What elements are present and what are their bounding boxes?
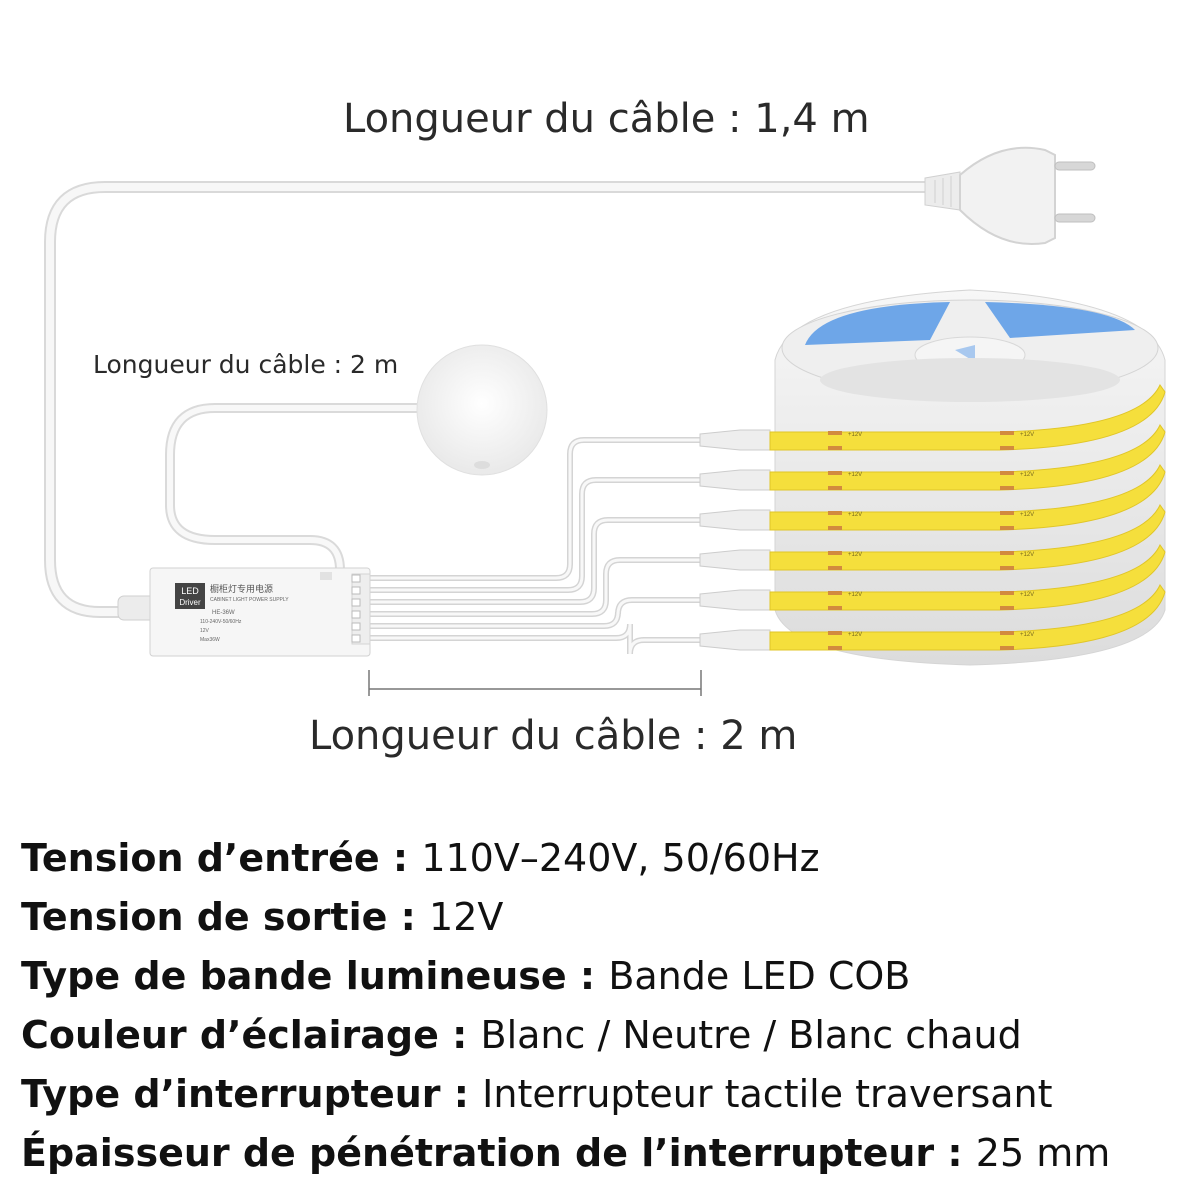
strip-marking: +12V: [1020, 472, 1034, 478]
cob-led-strip: [769, 424, 1166, 491]
solder-pad: [828, 551, 842, 555]
driver-port: [351, 574, 361, 583]
solder-pad: [828, 631, 842, 635]
spec-key: Épaisseur de pénétration de l’interrupte…: [21, 1131, 976, 1175]
strip-lead-wire: [368, 478, 702, 592]
spec-row: Type d’interrupteur : Interrupteur tacti…: [21, 1072, 1053, 1116]
solder-pad: [1000, 526, 1014, 530]
solder-pad: [1000, 551, 1014, 555]
cable-length-label-top: Longueur du câble : 1,4 m: [343, 96, 870, 142]
led-strips: +12V +12V +12V +12V +12V +12V +12V +12V +12V +12V…: [367, 384, 1166, 655]
svg-text:LED: LED: [181, 586, 199, 596]
led-driver-badge: [175, 583, 205, 609]
spec-row: Tension d’entrée : 110V–240V, 50/60Hz: [21, 836, 820, 880]
svg-text:HE-36W: HE-36W: [212, 610, 235, 616]
sensor-cable: [165, 403, 425, 575]
spec-row: Type de bande lumineuse : Bande LED COB: [21, 954, 910, 998]
strip-connector: [699, 549, 771, 571]
driver-port: [351, 610, 361, 619]
driver-port: [351, 634, 361, 643]
strip-connector: [699, 429, 771, 451]
spec-key: Type d’interrupteur :: [21, 1072, 483, 1116]
solder-pad: [828, 591, 842, 595]
spec-key: Couleur d’éclairage :: [21, 1013, 481, 1057]
strip-connector: [699, 589, 771, 611]
strip-lead-wire: [368, 558, 702, 616]
svg-text:Max36W: Max36W: [200, 637, 220, 643]
solder-pad: [828, 486, 842, 490]
cob-led-strip: [769, 504, 1166, 571]
spec-row: Épaisseur de pénétration de l’interrupte…: [21, 1131, 1110, 1175]
solder-pad: [1000, 471, 1014, 475]
strip-connector: [699, 509, 771, 531]
dimension-line: [368, 670, 702, 696]
spec-key: Tension de sortie :: [21, 895, 430, 939]
power-cable: [44, 181, 931, 618]
strip-marking: +12V: [1020, 512, 1034, 518]
cob-led-strip: [769, 584, 1166, 651]
spec-key: Type de bande lumineuse :: [21, 954, 609, 998]
solder-pad: [828, 511, 842, 515]
strip-marking: +12V: [1020, 552, 1034, 558]
solder-pad: [828, 471, 842, 475]
led-driver: LED Driver 橱柜灯专用电源 CABINET LIGHT POWER S…: [117, 567, 371, 657]
cob-led-strip: [769, 464, 1166, 531]
strip-lead-wire: [368, 438, 702, 580]
cable-length-label-bottom: Longueur du câble : 2 m: [309, 713, 798, 759]
spec-value: 12V: [429, 895, 504, 939]
solder-pad: [1000, 486, 1014, 490]
spec-key: Tension d’entrée :: [21, 836, 422, 880]
strip-marking: +12V: [848, 472, 862, 478]
cob-led-strip: [769, 544, 1166, 611]
spec-value: Blanc / Neutre / Blanc chaud: [480, 1013, 1022, 1057]
solder-pad: [1000, 631, 1014, 635]
cob-led-strip: [769, 384, 1166, 451]
solder-pad: [828, 431, 842, 435]
strip-lead-wire: [368, 518, 702, 604]
spec-row: Couleur d’éclairage : Blanc / Neutre / B…: [21, 1013, 1022, 1057]
strip-lead-wire: [368, 623, 702, 655]
strip-connector: [699, 629, 771, 651]
solder-pad: [1000, 431, 1014, 435]
driver-port: [351, 622, 361, 631]
strip-marking: +12V: [1020, 592, 1034, 598]
spec-value: 110V–240V, 50/60Hz: [421, 836, 820, 880]
spec-value: 25 mm: [975, 1131, 1111, 1175]
solder-pad: [1000, 646, 1014, 650]
svg-text:110-240V-50/60Hz: 110-240V-50/60Hz: [200, 619, 242, 625]
touch-sensor: [416, 344, 548, 476]
solder-pad: [828, 646, 842, 650]
svg-text:12V: 12V: [200, 628, 210, 634]
solder-pad: [1000, 606, 1014, 610]
strip-lead-wire: [368, 598, 702, 628]
strip-lead-wire: [367, 477, 703, 593]
strip-connector: [699, 469, 771, 491]
cable-length-label-sensor: Longueur du câble : 2 m: [93, 350, 399, 379]
strip-marking: +12V: [848, 552, 862, 558]
solder-pad: [828, 566, 842, 570]
driver-port: [351, 598, 361, 607]
spec-value: Interrupteur tactile traversant: [482, 1072, 1053, 1116]
svg-text:橱柜灯专用电源: 橱柜灯专用电源: [210, 583, 273, 595]
spec-value: Bande LED COB: [608, 954, 911, 998]
driver-port: [351, 586, 361, 595]
solder-pad: [1000, 566, 1014, 570]
eu-plug: [924, 146, 1096, 245]
solder-pad: [1000, 446, 1014, 450]
product-diagram: +12V +12V +12V +12V +12V +12V +12V +12V +12V +12V…: [44, 146, 1166, 696]
svg-text:CABINET LIGHT POWER SUPPLY: CABINET LIGHT POWER SUPPLY: [210, 597, 289, 603]
strip-marking: +12V: [1020, 432, 1034, 438]
strip-marking: +12V: [848, 432, 862, 438]
solder-pad: [828, 526, 842, 530]
spec-row: Tension de sortie : 12V: [21, 895, 503, 939]
solder-pad: [828, 606, 842, 610]
strip-marking: +12V: [1020, 632, 1034, 638]
strip-marking: +12V: [848, 512, 862, 518]
solder-pad: [1000, 511, 1014, 515]
solder-pad: [1000, 591, 1014, 595]
solder-pad: [828, 446, 842, 450]
svg-text:Driver: Driver: [179, 598, 201, 607]
strip-marking: +12V: [848, 592, 862, 598]
strip-marking: +12V: [848, 632, 862, 638]
